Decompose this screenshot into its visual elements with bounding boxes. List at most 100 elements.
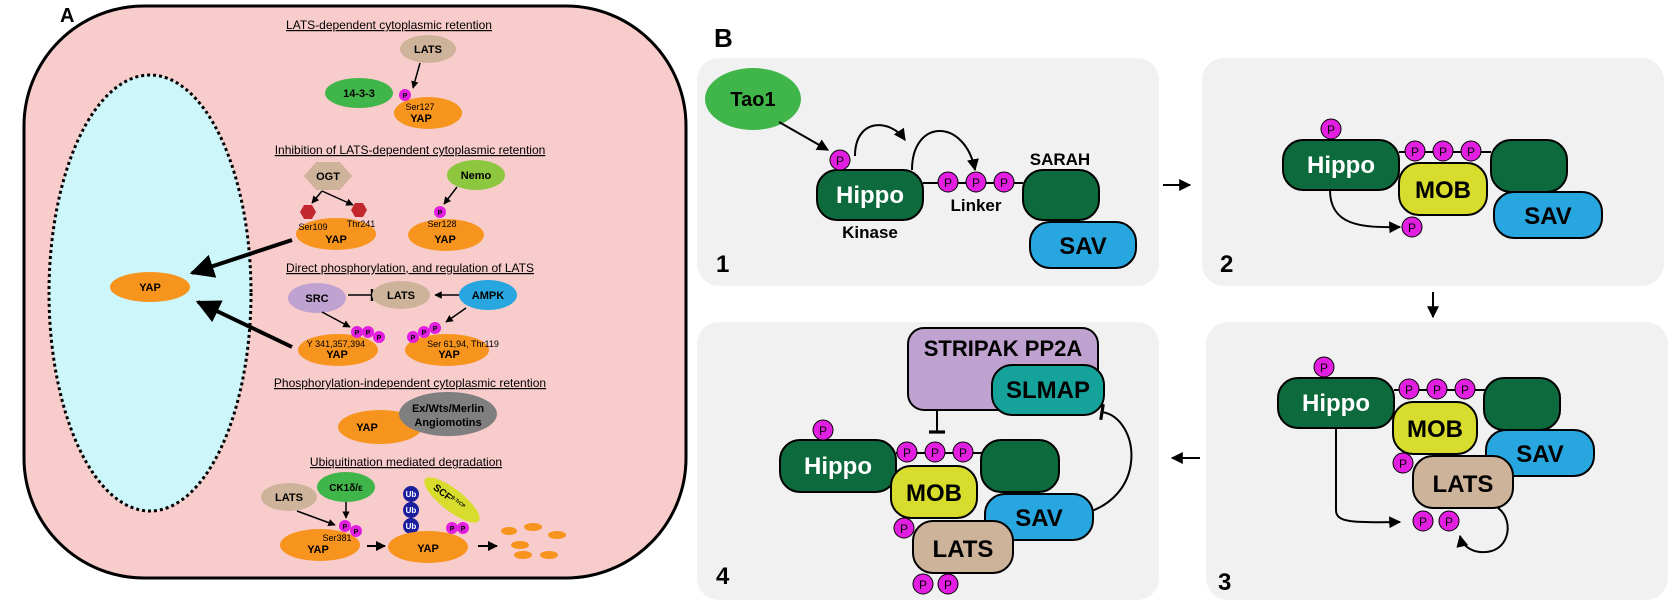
s3-lats: [372, 281, 430, 309]
arrow-icon: [443, 186, 458, 205]
step4-mob: [890, 465, 978, 519]
step4-sav-label: SAV: [1015, 505, 1063, 532]
s2-heading: Inhibition of LATS-dependent cytoplasmic…: [275, 143, 546, 157]
s5-yap2-label: YAP: [417, 543, 439, 555]
fragment: [501, 527, 517, 535]
step4-lats: [912, 520, 1014, 574]
s4-yap-label: YAP: [356, 422, 378, 434]
s5-site: Ser381: [322, 533, 351, 543]
s3-lats-label: LATS: [387, 290, 415, 302]
s2-site2: Thr241: [347, 219, 376, 229]
phospho-circle-icon: [418, 326, 430, 338]
step3-lats: [1412, 455, 1514, 509]
s3-p: P: [411, 335, 416, 342]
step4-p: P: [900, 522, 908, 536]
step4-sarah-domain: [980, 439, 1060, 493]
inhibit-bar-icon: [1077, 403, 1133, 516]
fragment: [540, 551, 558, 559]
phospho-circle-icon: [429, 322, 441, 334]
phospho-circle-icon: [912, 573, 934, 595]
step2-p: P: [1467, 145, 1475, 159]
phospho-circle-icon: [993, 171, 1015, 193]
step3-p: P: [1445, 515, 1453, 529]
s2-site1: Ser109: [298, 222, 327, 232]
arrow-icon: [311, 190, 323, 204]
s3-p: P: [377, 335, 382, 342]
step1-num: 1: [716, 251, 729, 278]
step4-lats-label: LATS: [933, 536, 994, 563]
phospho-circle-icon: [434, 206, 446, 218]
s5-heading: Ubiquitination mediated degradation: [310, 455, 502, 469]
step4-num: 4: [716, 563, 730, 590]
phospho-circle-icon: [937, 171, 959, 193]
arrow-icon: [296, 510, 336, 527]
s1-site: Ser127: [405, 102, 434, 112]
step2-hippo-label: Hippo: [1307, 152, 1375, 179]
phospho-circle-icon: [829, 149, 851, 171]
step3-hippo-label: Hippo: [1302, 390, 1370, 417]
nucleus-yap-label: YAP: [139, 282, 161, 294]
step4-mob-label: MOB: [906, 480, 962, 507]
phospho-circle-icon: [1426, 378, 1448, 400]
s5-ub: Ub: [406, 522, 417, 531]
s2-ogt-label: OGT: [316, 171, 340, 183]
s2-yap1: [296, 218, 376, 250]
s2-yap2: [408, 219, 484, 251]
s3-p: P: [355, 330, 360, 337]
step2-p: P: [1411, 145, 1419, 159]
step3-mob-label: MOB: [1407, 416, 1463, 443]
phospho-circle-icon: [937, 573, 959, 595]
s2-site3: Ser128: [427, 219, 456, 229]
s2-yap1-label: YAP: [325, 234, 347, 246]
arrow-icon: [1329, 189, 1402, 234]
s3-yap1: [298, 334, 378, 366]
s1-14-3-3: [325, 78, 393, 108]
s4-partner1: Ex/Wts/Merlin: [412, 403, 484, 415]
step2-hippo: [1282, 139, 1400, 191]
s5-p: P: [354, 529, 359, 536]
step4-stripak-label: STRIPAK PP2A: [924, 336, 1083, 361]
s2-yap2-label: YAP: [434, 234, 456, 246]
step2-num: 2: [1220, 251, 1233, 278]
s5-ck: [317, 472, 375, 502]
arrow-icon: [445, 307, 467, 323]
phospho-circle-icon: [1398, 378, 1420, 400]
phospho-circle-icon: [399, 89, 411, 101]
step4-hippo-label: Hippo: [804, 453, 872, 480]
s5-yap2: [388, 531, 468, 563]
phospho-circle-icon: [1460, 140, 1482, 162]
s1-yap: [394, 97, 462, 129]
arrow-icon: [321, 311, 351, 328]
ubiquitin-chain: Ub Ub Ub: [403, 486, 419, 534]
step4-p: P: [931, 446, 939, 460]
s5-lats-label: LATS: [275, 492, 303, 504]
s1-lats: [400, 35, 456, 63]
degraded-fragments: [501, 523, 566, 559]
step4-p: P: [819, 424, 827, 438]
step3-num: 3: [1218, 569, 1231, 596]
s2-nemo: [447, 160, 505, 190]
step2-p: P: [1439, 145, 1447, 159]
phospho-circle-icon: [446, 522, 458, 534]
ubiquitin-icon: [403, 518, 419, 534]
phospho-circle-icon: [350, 525, 362, 537]
phospho-circle-icon: [1432, 140, 1454, 162]
step3-p: P: [1419, 515, 1427, 529]
s1-lats-label: LATS: [414, 44, 442, 56]
arrow-icon: [1456, 507, 1509, 554]
phospho-circle-icon: [952, 441, 974, 463]
fragment: [548, 531, 566, 539]
step4-p: P: [959, 446, 967, 460]
step4-p: P: [903, 446, 911, 460]
step3-p: P: [1433, 383, 1441, 397]
step4-slmap: [991, 364, 1105, 416]
phospho-circle-icon: [351, 326, 363, 338]
s3-p: P: [366, 330, 371, 337]
phospho-circle-icon: [1438, 510, 1460, 532]
step1-sav: [1029, 221, 1137, 269]
glcnac-hexagon-icon: [351, 203, 367, 217]
phospho-circle-icon: [924, 441, 946, 463]
step1-p: P: [944, 176, 952, 190]
glcnac-hexagon-icon: [300, 205, 316, 219]
